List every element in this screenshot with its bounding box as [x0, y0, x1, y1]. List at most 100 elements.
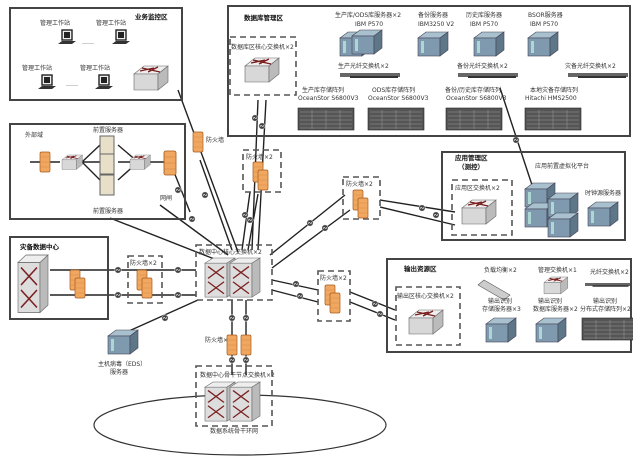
clock-server-icon	[587, 201, 619, 227]
label: 本地灾备存储阵列	[530, 86, 578, 94]
label: 数据库服务器×2	[533, 305, 578, 313]
label: 存储服务器×3	[482, 305, 521, 313]
core-switch-icon	[17, 254, 49, 314]
server-icon	[99, 174, 115, 196]
label: 生产光纤交换机×2	[338, 62, 389, 70]
firewall-icon	[353, 190, 368, 218]
workstation-1: 管理工作站	[40, 19, 77, 45]
label: 生产库/ODS库服务器×2	[335, 11, 401, 19]
label: 管理工作站	[22, 64, 52, 72]
fc-switch-icon	[585, 283, 630, 287]
switch-icon	[461, 199, 497, 225]
label: 防火墙×2	[346, 180, 373, 188]
label: 应用区交换机×2	[455, 184, 500, 192]
label: 历史库服务器	[466, 11, 502, 19]
firewall-label: 防火墙	[206, 136, 224, 144]
label: 时钟源服务器	[585, 189, 621, 197]
label: ……	[82, 39, 94, 46]
server-icon	[351, 29, 383, 55]
backbone-switch-icon	[229, 381, 261, 422]
pc-icon	[111, 29, 131, 45]
label: 网闸	[160, 194, 172, 202]
fc-switch-icon	[458, 73, 518, 78]
pc-icon	[37, 74, 57, 90]
label: IBM P570	[530, 21, 558, 28]
server-icon	[99, 153, 115, 175]
fc-switch-icon	[340, 73, 400, 78]
label: 防火墙×2	[320, 274, 347, 282]
label: 应用前置虚拟化平台	[535, 162, 589, 170]
core-switch-icon	[244, 57, 280, 83]
zone-business-monitor: 业务监控区 管理工作站 管理工作站 管理工作站 管理工作站 …… ……	[9, 7, 183, 101]
firewall-icon	[70, 270, 85, 298]
label: 数据库管理区	[244, 13, 284, 22]
label: 灾备数据中心	[20, 242, 60, 251]
server-icon	[527, 31, 559, 57]
firewall-icon	[192, 131, 204, 153]
label: OceanStor S6800V3	[298, 95, 359, 102]
firewall-icon	[325, 285, 340, 313]
storage-array-icon	[445, 107, 503, 131]
server-icon	[547, 212, 579, 238]
pc-icon	[57, 29, 77, 45]
label: 外部域	[25, 131, 43, 139]
label: 管理工作站	[96, 19, 126, 27]
pc-icon	[94, 74, 114, 90]
label: BSOR服务器	[528, 11, 563, 19]
label: 前置服务器	[93, 207, 123, 215]
workstation-3: 管理工作站	[22, 64, 57, 90]
firewall-icon	[226, 334, 238, 356]
switch-icon	[61, 154, 83, 170]
label: 前置服务器	[93, 126, 123, 134]
label: 管理工作站	[80, 64, 110, 72]
antivirus-label: 主机病毒（EDS）	[98, 360, 146, 368]
load-balancer-icon	[477, 279, 511, 301]
server-icon	[473, 31, 505, 57]
label: OceanStor S6800V3	[368, 95, 429, 102]
label: 数据中心核心交换机×2	[199, 248, 262, 256]
core-switch-group: 数据中心核心交换机×2	[195, 244, 273, 301]
antivirus-server-icon	[107, 329, 139, 355]
server-icon	[535, 317, 567, 343]
label: 数据中心骨干节点交换机×2	[200, 371, 275, 379]
zone-app: 应用管理区（测控） 应用区交换机×2 应用前置虚拟化平台 时钟源服务器	[441, 151, 626, 241]
label: 应用管理区	[455, 153, 488, 162]
label: 数据库区核心交换机×2	[231, 43, 294, 51]
zone-title: 业务监控区	[135, 12, 168, 21]
zone-disaster: 灾备数据中心	[9, 236, 109, 320]
firewall-icon	[137, 270, 152, 298]
label: IBM3250 V2	[418, 21, 454, 28]
firewall-icon	[240, 334, 252, 356]
label: 备份光纤交换机×2	[457, 62, 508, 70]
label: 防火墙×2	[205, 336, 232, 344]
label: IBM P570	[355, 21, 383, 28]
label: 防火墙×2	[246, 153, 273, 161]
storage-array-icon	[581, 317, 633, 341]
label: 输出识别	[593, 297, 617, 305]
label: 生产库存储阵列	[302, 86, 344, 94]
label: 光纤交换机×2	[590, 268, 629, 276]
label: ……	[66, 81, 78, 88]
core-switch-icon	[408, 309, 444, 335]
label: OceanStor S6800V3	[446, 95, 507, 102]
label: 输出资源区	[404, 264, 437, 273]
label: 备份/历史库存储阵列	[445, 86, 501, 94]
label: 管理交换机×1	[538, 266, 577, 274]
label: 备份服务器	[418, 11, 448, 19]
label: 输出识别	[538, 297, 562, 305]
core-switch-icon	[229, 257, 261, 298]
storage-array-icon	[367, 107, 425, 131]
label: ODS库存储阵列	[372, 86, 415, 94]
label: 输出识别	[488, 297, 512, 305]
label: 灾备光纤交换机×2	[565, 62, 616, 70]
label: 服务器	[110, 368, 128, 376]
label: 防火墙×2	[130, 259, 157, 267]
switch-icon	[543, 276, 569, 295]
label: 输出区核心交换机×2	[397, 292, 454, 300]
storage-array-icon	[297, 107, 355, 131]
storage-array-icon	[524, 107, 582, 131]
fc-switch-icon	[568, 73, 628, 78]
